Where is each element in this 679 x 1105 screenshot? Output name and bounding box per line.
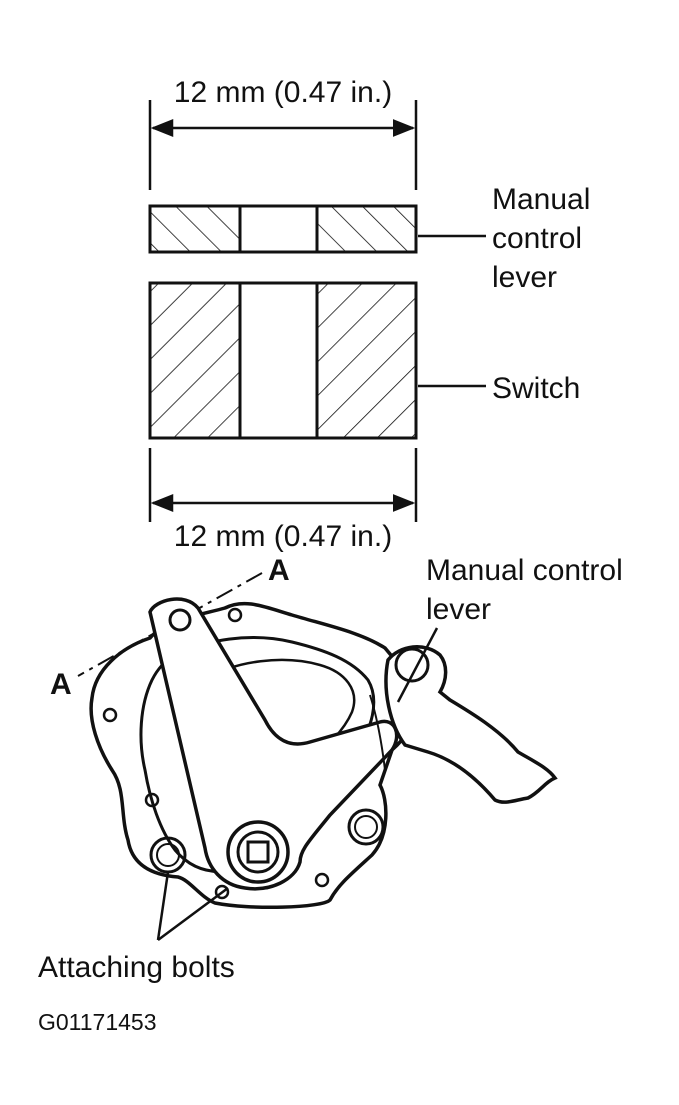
switch-hole [238,281,319,440]
bolt-leader-line [156,871,170,941]
housing-hole [227,607,243,623]
figure-id: G01171453 [38,1009,157,1035]
lever-cross-section [148,204,418,254]
lower-lever-leader-line [396,627,439,703]
section-marker-left: A [50,668,72,701]
switch-assembly-illustration [89,597,558,909]
housing-hole [144,792,160,808]
attaching-bolt [347,808,385,846]
svg-text:Manual: Manual [492,183,590,216]
housing-hole [314,872,330,888]
callout-switch: Switch [492,372,580,405]
housing-hole [102,707,118,723]
callout-attaching-bolts: Attaching bolts [38,951,235,984]
svg-text:lever: lever [426,593,491,626]
transmission-lever [384,645,558,804]
lever-pivot-hole [168,608,192,632]
callout-manual-control-lever-bottom: Manual control lever [426,554,623,626]
top-dimension-label: 12 mm (0.47 in.) [174,76,392,109]
lever-hole [238,204,319,254]
top-dimension: 12 mm (0.47 in.) [148,76,418,190]
bottom-dimension: 12 mm (0.47 in.) [148,448,418,553]
svg-text:lever: lever [492,261,557,294]
bottom-dimension-label: 12 mm (0.47 in.) [174,520,392,553]
switch-housing [89,601,421,909]
bolt-leader-line [157,886,229,942]
svg-text:Manual control: Manual control [426,554,623,587]
svg-text:control: control [492,222,582,255]
switch-cross-section [148,281,418,440]
transmission-lever-pin [394,647,430,683]
manual-control-lever-arm [148,597,399,891]
shaft-square-icon [246,840,270,864]
section-marker-top: A [268,554,290,587]
callout-manual-control-lever-top: Manual control lever [492,183,590,294]
housing-hole [214,884,230,900]
